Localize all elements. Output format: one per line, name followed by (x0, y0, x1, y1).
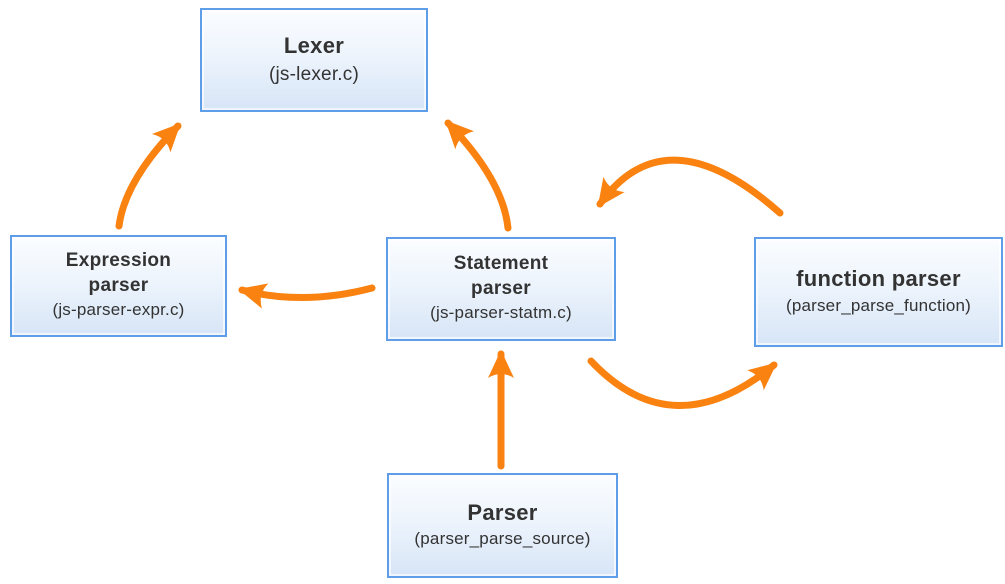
node-function-parser: function parser (parser_parse_function) (754, 237, 1003, 347)
node-lexer: Lexer (js-lexer.c) (200, 8, 428, 112)
node-function-parser-subtitle: (parser_parse_function) (785, 295, 972, 315)
node-statement-parser: Statement parser (js-parser-statm.c) (386, 237, 616, 341)
node-lexer-subtitle: (js-lexer.c) (268, 63, 359, 85)
arrow-statement-parser-to-lexer (444, 119, 512, 232)
node-function-parser-title: function parser (796, 266, 961, 292)
node-lexer-title: Lexer (283, 32, 345, 58)
arrow-expression-parser-to-lexer (115, 122, 182, 230)
arrow-statement-parser-to-expression-parser (238, 283, 376, 309)
node-parser: Parser (parser_parse_source) (387, 473, 618, 578)
node-parser-subtitle: (parser_parse_source) (414, 529, 591, 549)
node-statement-parser-title: Statement parser (453, 252, 549, 299)
arrow-function-parser-to-statement-parser (596, 156, 784, 217)
node-expression-parser: Expression parser (js-parser-expr.c) (10, 235, 227, 337)
arrow-statement-parser-to-function-parser (587, 357, 778, 409)
node-expression-parser-title: Expression parser (65, 249, 172, 296)
node-statement-parser-subtitle: (js-parser-statm.c) (430, 303, 572, 323)
node-expression-parser-subtitle: (js-parser-expr.c) (52, 300, 185, 320)
node-parser-title: Parser (467, 499, 538, 525)
